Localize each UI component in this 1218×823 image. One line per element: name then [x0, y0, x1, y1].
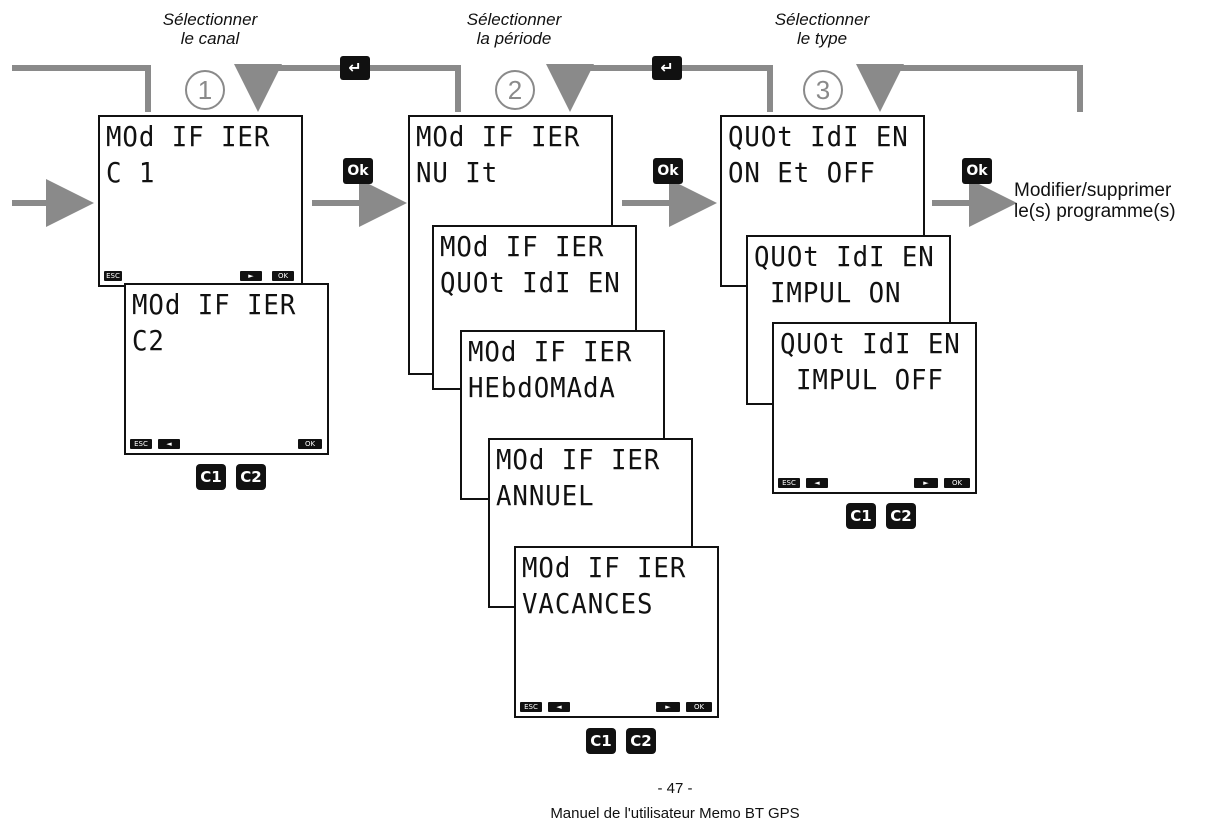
right-key: ► — [240, 271, 262, 281]
lcd-line: ANNUEL — [496, 479, 595, 512]
lcd-line: QUOt IdI EN — [728, 120, 909, 153]
lcd-line: ON Et OFF — [728, 156, 876, 189]
lcd-line: IMPUL OFF — [796, 363, 944, 396]
ok-key: OK — [944, 478, 970, 488]
esc-key: ESC — [520, 702, 542, 712]
return-loop-arrow-1 — [12, 65, 151, 112]
ok-key: OK — [272, 271, 294, 281]
esc-key: ESC — [778, 478, 800, 488]
channel-badge-c2: C2 — [886, 503, 916, 529]
lcd-line: MOd IF IER — [132, 288, 297, 321]
result-line1: Modifier/supprimer — [1014, 180, 1172, 201]
step-number-1: 1 — [185, 70, 225, 110]
page-number: - 47 - — [657, 780, 693, 797]
result-text: Modifier/supprimer le(s) programme(s) — [1014, 180, 1218, 222]
step-label-1-line1: Sélectionner — [162, 10, 258, 29]
step-label-1-line2: le canal — [180, 29, 240, 48]
step-label-3-line1: Sélectionner — [774, 10, 870, 29]
ok-badge-1: Ok — [343, 158, 373, 184]
lcd-line: VACANCES — [522, 587, 654, 620]
esc-key: ESC — [104, 271, 122, 281]
ok-key: OK — [298, 439, 322, 449]
lcd-line: HEbdOMAdA — [468, 371, 616, 404]
right-key: ► — [914, 478, 938, 488]
result-line2: le(s) programme(s) — [1014, 201, 1176, 222]
step-label-1: Sélectionner le canal — [140, 10, 280, 48]
step-label-3-line2: le type — [796, 29, 848, 48]
lcd-screen-periode-vacances: MOd IF IER VACANCES ESC ◄ ► OK — [514, 546, 719, 718]
left-key: ◄ — [806, 478, 828, 488]
esc-key: ESC — [130, 439, 152, 449]
lcd-screen-canal-c2: MOd IF IER C2 ESC ◄ OK — [124, 283, 329, 455]
step-label-2-line2: la période — [476, 29, 552, 48]
channel-badge-c1: C1 — [846, 503, 876, 529]
lcd-line: NU It — [416, 156, 499, 189]
channel-badge-c2: C2 — [626, 728, 656, 754]
lcd-line: MOd IF IER — [106, 120, 271, 153]
left-key: ◄ — [158, 439, 180, 449]
step-number-3: 3 — [803, 70, 843, 110]
channel-badge-c1: C1 — [586, 728, 616, 754]
lcd-screen-type-impul-off: QUOt IdI EN IMPUL OFF ESC ◄ ► OK — [772, 322, 977, 494]
step-label-2: Sélectionner la période — [444, 10, 584, 48]
ok-badge-2: Ok — [653, 158, 683, 184]
ok-key: OK — [686, 702, 712, 712]
step-label-3: Sélectionner le type — [752, 10, 892, 48]
step-number-2: 2 — [495, 70, 535, 110]
lcd-line: C 1 — [106, 156, 156, 189]
lcd-line: QUOt IdI EN — [440, 266, 621, 299]
enter-icon: ↵ — [340, 56, 370, 80]
manual-title: Manuel de l'utilisateur Memo BT GPS — [550, 805, 800, 822]
step-label-2-line1: Sélectionner — [466, 10, 562, 29]
channel-badge-c1: C1 — [196, 464, 226, 490]
lcd-line: QUOt IdI EN — [780, 327, 961, 360]
lcd-line: MOd IF IER — [468, 335, 633, 368]
ok-badge-3: Ok — [962, 158, 992, 184]
left-key: ◄ — [548, 702, 570, 712]
channel-badge-c2: C2 — [236, 464, 266, 490]
lcd-line: MOd IF IER — [522, 551, 687, 584]
lcd-line: MOd IF IER — [496, 443, 661, 476]
enter-icon: ↵ — [652, 56, 682, 80]
lcd-line: C2 — [132, 324, 165, 357]
return-loop-arrow-4 — [856, 64, 1083, 112]
lcd-line: QUOt IdI EN — [754, 240, 935, 273]
lcd-line: IMPUL ON — [770, 276, 902, 309]
lcd-line: MOd IF IER — [440, 230, 605, 263]
lcd-screen-canal-c1: MOd IF IER C 1 ESC ► OK — [98, 115, 303, 287]
right-key: ► — [656, 702, 680, 712]
lcd-line: MOd IF IER — [416, 120, 581, 153]
